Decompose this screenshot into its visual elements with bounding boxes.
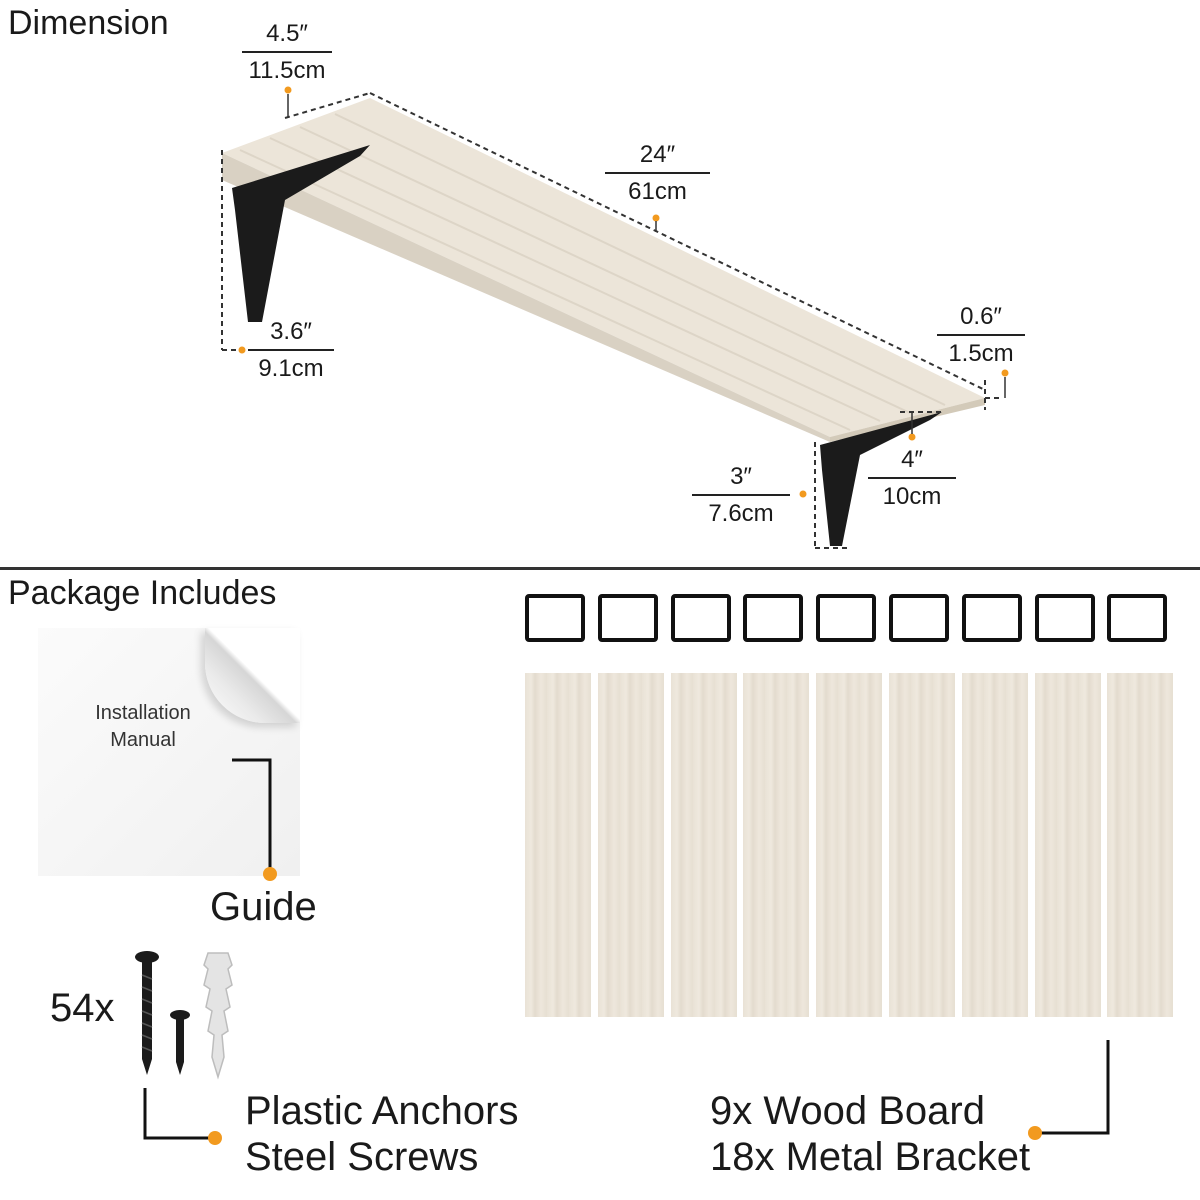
screws-label-line2: Steel Screws [245,1135,479,1179]
length-marker [652,214,660,222]
bracket-arm-divider [868,477,956,479]
thickness-inches: 0.6″ [960,303,1002,330]
bracket-arm-cm: 10cm [882,483,942,510]
manual-text-line1: Installation [95,702,191,724]
boards-label-line2: 18x Metal Bracket [710,1135,1031,1179]
metal-bracket-pair [1034,594,1095,642]
length-divider [605,172,710,174]
shelf-board-top [222,98,985,437]
wood-board [889,673,955,1017]
metal-bracket-pair [1107,594,1168,642]
shelf-board-end [830,398,985,442]
wood-board [816,673,883,1017]
bracket-arm-dimension: 4″ 10cm [868,448,956,509]
thickness-marker [1001,369,1009,377]
length-inches: 24″ [639,141,676,168]
wood-board [743,673,810,1017]
metal-bracket-pair [889,594,949,642]
manual-text: Installation Manual [68,700,218,754]
metal-bracket-pair [816,594,877,642]
bracket-arm-inches: 4″ [901,446,923,473]
left-metal-bracket [232,145,370,322]
depth-cm: 11.5cm [248,57,326,84]
bracket-drop-cm: 7.6cm [708,500,774,527]
depth-dimension: 4.5″ 11.5cm [242,22,332,83]
bracket-drop-marker [799,490,807,498]
thickness-dimension: 0.6″ 1.5cm [937,305,1025,366]
wood-board [670,673,737,1017]
installation-manual-image: Installation Manual [38,628,300,876]
boards-label-line1: 9x Wood Board [710,1089,985,1133]
metal-bracket-pair [597,594,658,642]
right-metal-bracket [820,412,942,546]
dimension-title: Dimension [8,4,169,42]
short-screw-icon [170,1010,190,1075]
shelf-illustration [221,86,1009,549]
depth-divider [242,51,332,53]
screws-count: 54x [50,986,115,1030]
length-dimension: 24″ 61cm [605,143,710,204]
bracket-height-cm: 9.1cm [258,355,324,382]
thickness-divider [937,334,1025,336]
bracket-drop-dimension: 3″ 7.6cm [692,465,790,526]
bracket-height-divider [248,349,334,351]
section-divider [0,567,1200,570]
bracket-height-inches: 3.6″ [270,318,312,345]
manual-text-line2: Manual [110,729,176,751]
wood-board [597,673,664,1017]
long-screw-icon [135,951,159,1075]
package-title: Package Includes [8,574,277,612]
depth-marker [284,86,292,94]
screws-and-anchor [135,951,233,1080]
metal-bracket-pair [670,594,731,642]
screws-label-line1: Plastic Anchors [245,1089,519,1133]
bracket-drop-inches: 3″ [730,463,752,490]
guide-label: Guide [210,885,317,929]
metal-bracket-pair [961,594,1022,642]
metal-bracket-pair [743,594,804,642]
metal-bracket-pair [525,594,585,642]
boards-label: 9x Wood Board 18x Metal Bracket [710,1088,1030,1180]
plastic-anchor-icon [203,952,233,1080]
depth-inches: 4.5″ [266,20,308,47]
bracket-arm-marker [908,433,916,441]
screws-label: Plastic Anchors Steel Screws [245,1088,518,1180]
wood-board [961,673,1028,1017]
wood-board [1107,673,1174,1017]
wood-board [1034,673,1101,1017]
shelf-board-front [222,153,830,442]
bracket-height-dimension: 3.6″ 9.1cm [248,320,334,381]
bracket-height-marker [238,346,246,354]
length-cm: 61cm [628,178,687,205]
wood-board [525,673,591,1017]
bracket-drop-divider [692,494,790,496]
thickness-cm: 1.5cm [948,340,1014,367]
